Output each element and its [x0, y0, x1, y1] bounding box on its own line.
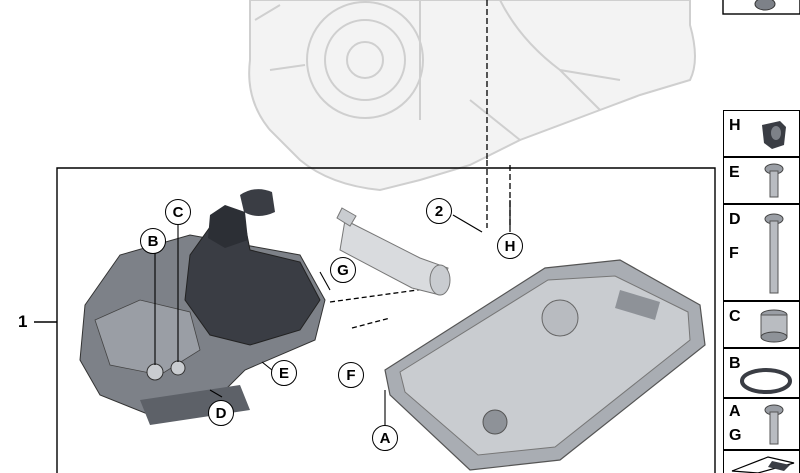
- legend-letter-e: E: [729, 164, 740, 181]
- legend-letter-h: H: [729, 117, 741, 134]
- mechatronic-valve-body: [79, 189, 326, 425]
- reference-lines: [329, 0, 511, 329]
- valve-body-leaders: [154, 225, 331, 398]
- callout-b: B: [140, 228, 166, 254]
- legend-item-c: C: [723, 301, 800, 348]
- callout-2: 2: [426, 198, 452, 224]
- callout-d: D: [208, 400, 234, 426]
- callout-2-leader: [452, 214, 483, 233]
- legend-item-b: B: [723, 348, 800, 398]
- legend-letter-f: F: [729, 245, 739, 262]
- callout-f: F: [338, 362, 364, 388]
- grommet-icon: [762, 121, 786, 149]
- legend-item-h: H: [723, 110, 800, 157]
- sleeve-icon: [760, 309, 788, 343]
- legend-top-partial-part: [722, 0, 800, 15]
- legend-item-d-f: D F: [723, 204, 800, 301]
- o-ring-icon: [740, 368, 792, 394]
- pan-bolt-icon: [764, 404, 784, 445]
- legend-item-partial: [723, 450, 800, 473]
- callout-e: E: [271, 360, 297, 386]
- callout-g: G: [330, 257, 356, 283]
- legend-item-a-g: A G: [723, 398, 800, 450]
- legend-letter-g: G: [729, 427, 742, 444]
- oil-pan: [384, 259, 706, 471]
- callout-h: H: [497, 233, 523, 259]
- legend-item-e: E: [723, 157, 800, 204]
- legend-letter-c: C: [729, 308, 741, 325]
- short-bolt-icon: [764, 163, 784, 198]
- transmission-filter: [336, 207, 451, 296]
- legend-letter-d: D: [729, 211, 741, 228]
- gasket-icon: [731, 456, 795, 473]
- legend-letter-a: A: [729, 403, 741, 420]
- callout-a: A: [372, 425, 398, 451]
- parts-group-frame: [56, 167, 716, 473]
- transmission-housing-ghost: [248, 0, 696, 192]
- long-bolt-icon: [764, 213, 784, 294]
- legend-letter-b: B: [729, 355, 741, 372]
- main-assembly-label: 1: [18, 312, 28, 331]
- callout-c: C: [165, 199, 191, 225]
